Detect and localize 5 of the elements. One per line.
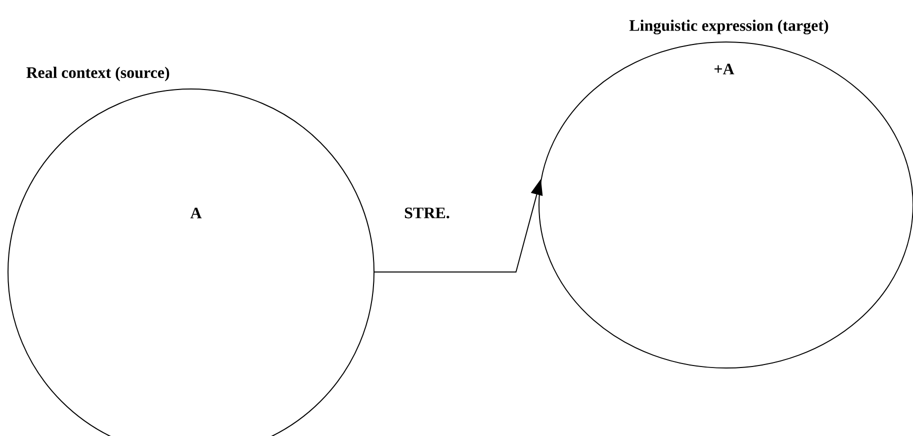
heading: Real context (source) — [26, 66, 170, 82]
circle-label: +A — [714, 64, 734, 74]
circle-label: A — [190, 208, 202, 218]
heading: Linguistic expression (target) — [629, 20, 828, 34]
edge-label: STRE. — [403, 206, 451, 220]
